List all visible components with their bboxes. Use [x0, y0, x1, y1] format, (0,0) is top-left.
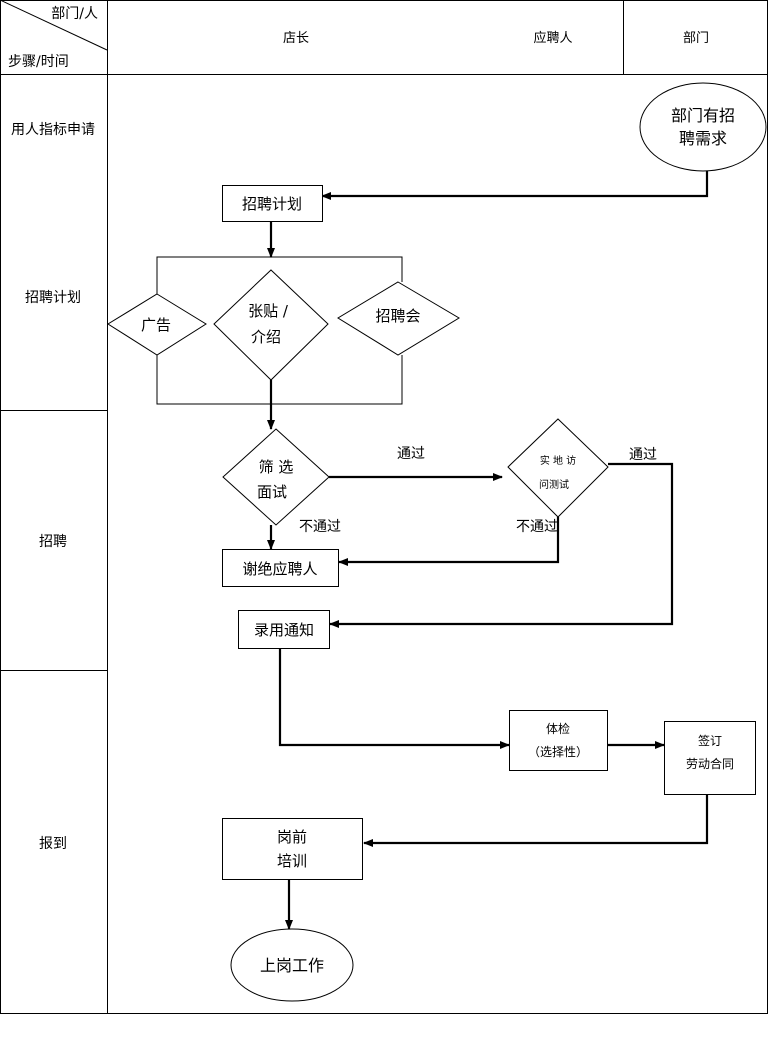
node-sign-contract: 签订 劳动合同	[664, 721, 756, 795]
svg-text:谢绝应聘人: 谢绝应聘人	[242, 560, 317, 578]
svg-text:面试: 面试	[257, 483, 287, 501]
corner-diagonal	[0, 0, 108, 51]
node-field-visit-test: 实 地 访 问测试	[507, 418, 609, 518]
node-screening-interview: 筛 选 面试	[222, 428, 330, 526]
svg-text:广告: 广告	[141, 316, 171, 334]
edge-label-pass-screening: 通过	[397, 446, 425, 462]
node-department-need: 部门有招 聘需求	[639, 82, 767, 172]
column-header-store-manager: 店长	[283, 31, 309, 46]
edge-label-pass-field: 通过	[629, 447, 657, 463]
column-header-department: 部门	[683, 31, 709, 46]
svg-text:招聘会: 招聘会	[375, 307, 420, 325]
svg-text:体检: 体检	[546, 721, 570, 736]
svg-text:上岗工作: 上岗工作	[260, 956, 324, 975]
row-label-headcount-request: 用人指标申请	[11, 122, 95, 138]
node-job-fair: 招聘会	[337, 281, 460, 356]
svg-text:岗前: 岗前	[277, 828, 307, 846]
node-offer-notice: 录用通知	[238, 610, 330, 649]
svg-text:（选择性）: （选择性）	[528, 745, 588, 759]
svg-text:介绍: 介绍	[251, 328, 281, 346]
svg-text:招聘计划: 招聘计划	[242, 195, 302, 213]
svg-text:实 地 访: 实 地 访	[540, 454, 576, 467]
edge-label-fail-screening: 不通过	[299, 519, 341, 535]
corner-top-label: 部门/人	[51, 6, 98, 22]
node-medical-check: 体检 （选择性）	[509, 710, 608, 771]
column-header-applicant: 应聘人	[533, 30, 572, 46]
row-label-recruitment: 招聘	[39, 534, 67, 550]
connectors	[156, 171, 709, 930]
svg-text:录用通知: 录用通知	[254, 621, 314, 639]
svg-text:聘需求: 聘需求	[679, 129, 727, 148]
node-recruitment-plan: 招聘计划	[222, 185, 323, 222]
row-label-onboarding: 报到	[39, 836, 67, 852]
corner-bottom-label: 步骤/时间	[8, 54, 69, 70]
svg-text:劳动合同: 劳动合同	[686, 756, 734, 771]
svg-text:部门有招: 部门有招	[671, 106, 735, 125]
node-reject-applicant: 谢绝应聘人	[222, 549, 339, 587]
svg-text:筛 选: 筛 选	[259, 458, 294, 476]
edge-label-fail-field: 不通过	[516, 519, 558, 535]
node-advertisement: 广告	[107, 293, 207, 356]
svg-text:张贴 /: 张贴 /	[248, 302, 289, 320]
svg-text:培训: 培训	[277, 852, 307, 870]
svg-text:问测试: 问测试	[539, 478, 569, 491]
row-label-recruitment-plan: 招聘计划	[25, 290, 81, 306]
svg-text:签订: 签订	[698, 733, 722, 748]
node-pre-job-training: 岗前 培训	[222, 818, 363, 880]
node-start-work: 上岗工作	[230, 928, 354, 1002]
node-posting-referral: 张贴 / 介绍	[213, 269, 329, 381]
